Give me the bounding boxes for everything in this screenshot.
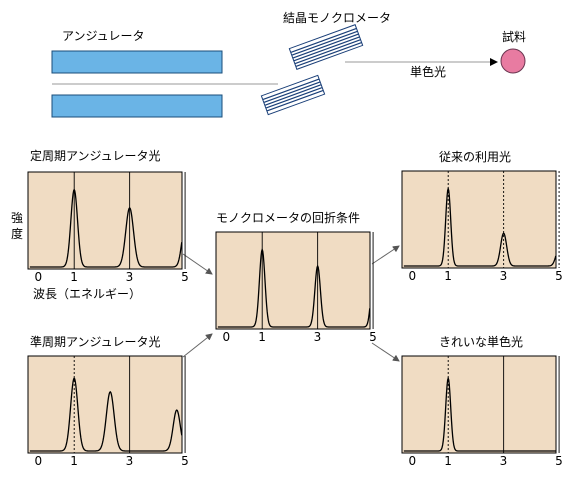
mono-light-label: 単色光 (410, 65, 446, 79)
tick-label: 1 (70, 454, 78, 468)
sample-target (500, 48, 526, 74)
panel-clean-mono-light: きれいな単色光 0 1 3 5 (401, 335, 563, 468)
tick-label: 0 (408, 269, 416, 283)
panel-conventional-light: 従来の利用光 0 1 3 5 (401, 150, 563, 283)
tick-label: 0 (222, 330, 230, 344)
tick-label: 0 (34, 454, 42, 468)
spectrum-curve (29, 376, 183, 452)
tick-label: 0 (34, 270, 42, 284)
arrow-mono-to-conventional (371, 245, 400, 265)
tick-label: 5 (369, 330, 377, 344)
lower-magnet-array (51, 94, 223, 118)
panel-quasi-periodic-undulator: 準周期アンジュレータ光 0 1 3 5 (27, 334, 189, 468)
arrow-mono-to-clean (371, 342, 400, 362)
spectrum-curve (217, 247, 371, 328)
upper-magnet-array (51, 50, 223, 74)
second-crystal (260, 74, 326, 116)
panel-frame (27, 171, 183, 270)
panel-title: 準周期アンジュレータ光 (30, 334, 160, 349)
tick-label: 5 (181, 454, 189, 468)
arrow-periodic-to-mono (182, 253, 213, 275)
tick-label: 1 (444, 269, 452, 283)
wavelength-axis-label: 波長（エネルギー） (33, 287, 141, 301)
tick-label: 3 (500, 454, 508, 468)
spectrum-curve (29, 188, 183, 268)
panel-periodic-undulator: 定周期アンジュレータ光 0 1 3 5 (27, 148, 189, 284)
tick-label: 5 (555, 269, 563, 283)
tick-label: 1 (70, 270, 78, 284)
first-crystal (288, 24, 364, 70)
panel-title: 定周期アンジュレータ光 (30, 148, 160, 163)
beamline-schematic: アンジュレータ 結晶モノクロメータ 単色光 試料 (51, 11, 526, 118)
tick-label: 3 (500, 269, 508, 283)
panel-frame (27, 355, 183, 454)
panel-frame (215, 231, 371, 330)
tick-label: 3 (314, 330, 322, 344)
crystal-monochromator-label: 結晶モノクロメータ (283, 11, 391, 25)
panel-mono-diffraction: モノクロメータの回折条件 0 1 3 5 (215, 210, 377, 344)
spectrum-curve (403, 186, 557, 267)
tick-label: 3 (126, 270, 134, 284)
sample-label: 試料 (502, 29, 526, 44)
intensity-label-top: 強 (11, 211, 23, 225)
tick-label: 1 (258, 330, 266, 344)
tick-label: 0 (408, 454, 416, 468)
intensity-label-bottom: 度 (11, 226, 23, 241)
tick-label: 3 (126, 454, 134, 468)
panel-title: 従来の利用光 (439, 150, 511, 164)
spectrum-curve (403, 375, 556, 452)
tick-label: 5 (181, 270, 189, 284)
flow-arrows (182, 245, 400, 362)
tick-label: 5 (555, 454, 563, 468)
tick-label: 1 (444, 454, 452, 468)
panel-frame (401, 170, 557, 269)
panel-title: きれいな単色光 (439, 335, 523, 349)
arrow-quasi-to-mono (182, 333, 213, 358)
panel-title: モノクロメータの回折条件 (216, 210, 360, 225)
undulator-label: アンジュレータ (62, 29, 144, 43)
panel-frame (401, 355, 557, 454)
